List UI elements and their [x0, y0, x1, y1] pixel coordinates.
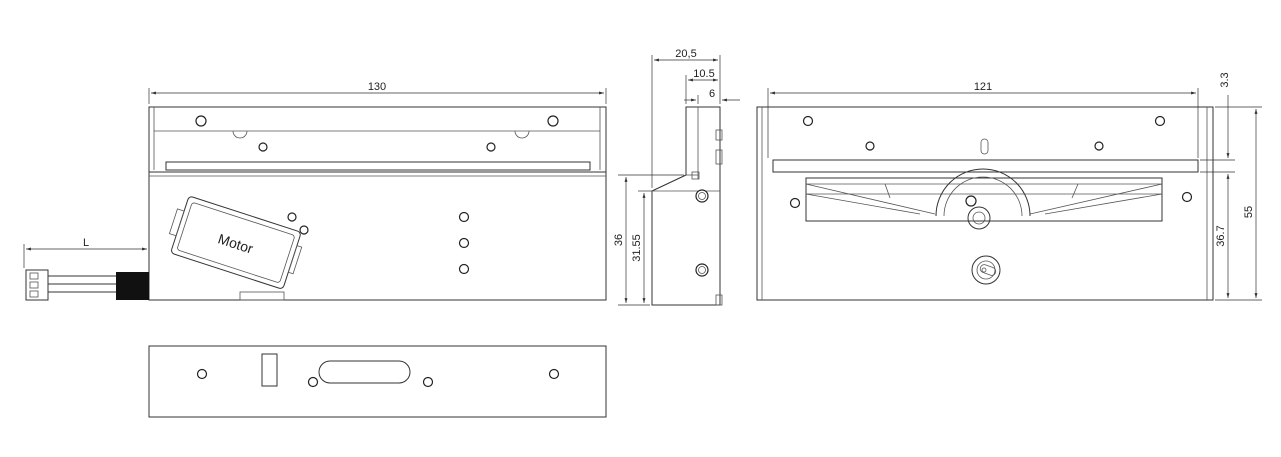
dim-label: 20,5 — [675, 48, 696, 60]
bottom-view — [148, 345, 607, 418]
connector — [25, 269, 49, 301]
rear-hole — [789, 197, 801, 209]
cable-sleeve — [116, 272, 149, 300]
dim-label: 121 — [974, 81, 992, 93]
motor-bracket — [239, 291, 285, 301]
bottom-hole — [307, 376, 319, 388]
side-profile — [651, 106, 721, 306]
rear-hole — [865, 141, 875, 151]
dim-label: 10.5 — [693, 68, 714, 80]
dim-36: 36 — [613, 174, 684, 306]
dim-L: L — [23, 237, 150, 268]
dim-label: 36.7 — [1215, 225, 1227, 246]
dim-label: 55 — [1243, 206, 1255, 218]
bottom-oval-cutout — [318, 360, 411, 384]
rear-hole — [1094, 141, 1104, 151]
dim-label: 130 — [368, 81, 386, 93]
dim-31-55: 31.55 — [631, 190, 652, 303]
mounting-hole — [258, 142, 268, 152]
mounting-hole — [547, 115, 559, 127]
dim-10-5: 10.5 — [685, 68, 718, 104]
dim-label: L — [83, 237, 89, 249]
body-hole — [458, 211, 470, 223]
flap-mechanism — [805, 168, 1163, 230]
bottom-slot — [261, 353, 278, 387]
dim-label: 36 — [613, 234, 625, 246]
motor-label: Motor — [216, 230, 255, 256]
front-view: Motor — [25, 106, 607, 301]
rear-view — [756, 106, 1214, 301]
bottom-hole — [422, 376, 434, 388]
body-hole — [287, 212, 297, 222]
side-hole — [695, 263, 709, 277]
body-hole — [458, 263, 470, 275]
dim-55: 55 — [1215, 106, 1262, 301]
bottom-plate — [148, 345, 607, 418]
body-hole — [458, 237, 470, 249]
dim-3-3: 3.3 — [1200, 72, 1235, 173]
side-view — [651, 106, 723, 306]
latch — [971, 255, 1001, 285]
side-hole — [695, 189, 709, 203]
cable-assembly — [25, 269, 149, 301]
motor-housing: Motor — [168, 196, 303, 289]
dim-121: 121 — [767, 81, 1199, 158]
bottom-hole — [196, 368, 208, 380]
front-body — [148, 171, 607, 301]
front-rail — [165, 161, 591, 171]
rear-frame — [756, 106, 1214, 301]
rear-hole — [802, 115, 814, 127]
dim-label: 6 — [709, 88, 715, 100]
rear-rail — [772, 159, 1199, 173]
gear-wheel — [935, 168, 1031, 217]
bottom-hole — [548, 368, 560, 380]
rear-hole — [1181, 191, 1193, 203]
body-hole — [299, 225, 309, 235]
dim-20-5: 20,5 — [651, 48, 721, 188]
rear-hole — [1154, 115, 1166, 127]
dim-130: 130 — [148, 81, 607, 104]
gear-hub-hole — [965, 195, 977, 207]
dim-36-7: 36.7 — [1215, 174, 1230, 298]
mounting-hole — [195, 115, 207, 127]
rear-slot — [980, 138, 989, 155]
dim-label: 3.3 — [1219, 72, 1231, 87]
dim-label: 31.55 — [631, 234, 643, 262]
dim-6: 6 — [684, 88, 740, 104]
mounting-hole — [486, 142, 496, 152]
